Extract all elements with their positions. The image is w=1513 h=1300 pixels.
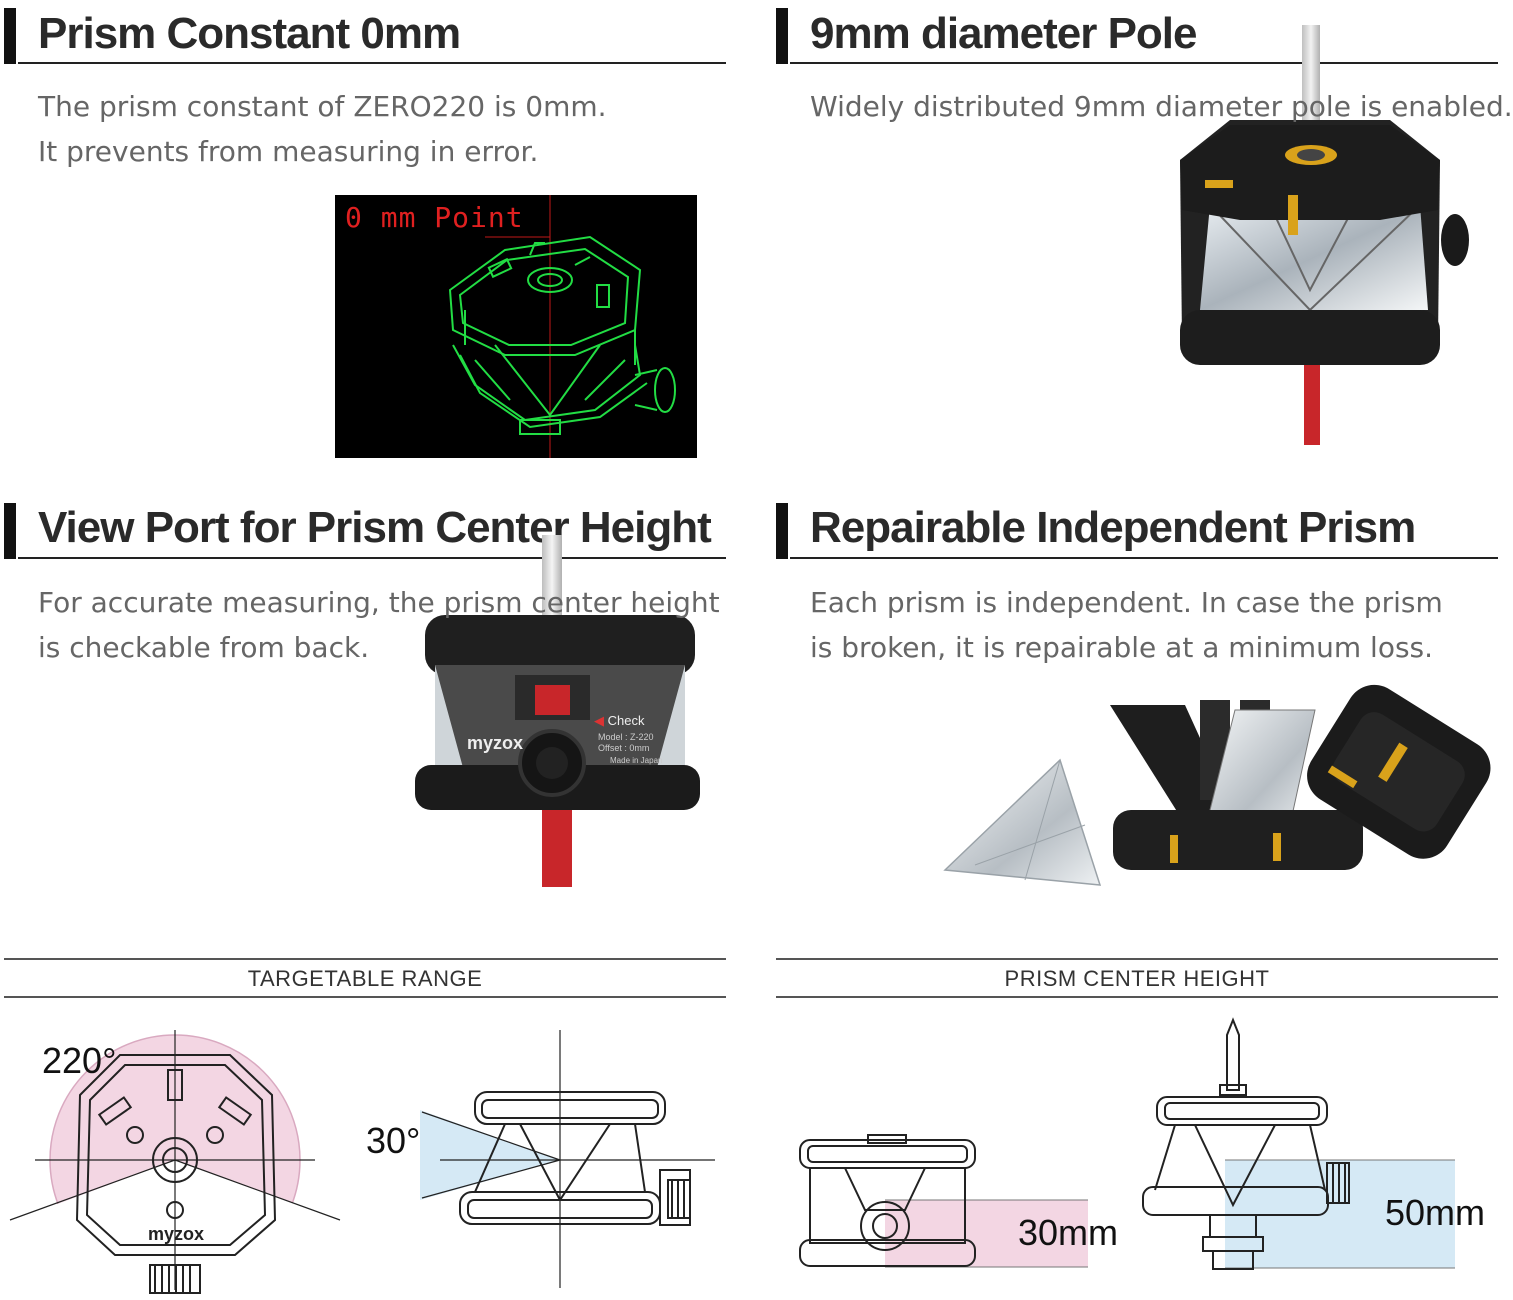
section-rule	[790, 62, 1498, 64]
section-title-repairable: Repairable Independent Prism	[810, 503, 1416, 552]
device-model-label: Model : Z-220	[598, 732, 654, 742]
caption-rule	[776, 996, 1498, 998]
section-rule	[18, 62, 726, 64]
height-small-label: 30mm	[1018, 1212, 1119, 1253]
section-text-repairable: Each prism is independent. In case the p…	[810, 580, 1443, 670]
caption-rule	[776, 958, 1498, 960]
section-title-pole: 9mm diameter Pole	[810, 9, 1197, 58]
prism-on-pole-image	[1180, 25, 1469, 445]
caption-rule	[4, 958, 726, 960]
caption-targetable-range: TARGETABLE RANGE	[247, 966, 483, 991]
device-check-label: ◀ Check	[594, 713, 645, 728]
section-rule	[18, 557, 726, 559]
text-line: Widely distributed 9mm diameter pole is …	[810, 90, 1513, 123]
section-marker	[776, 503, 788, 559]
section-text-prism-constant: The prism constant of ZERO220 is 0mm. It…	[38, 84, 607, 174]
vertical-range-diagram	[420, 1030, 715, 1288]
height-large-label: 50mm	[1385, 1192, 1486, 1233]
text-line: Each prism is independent. In case the p…	[810, 586, 1443, 619]
text-line: is broken, it is repairable at a minimum…	[810, 631, 1434, 664]
section-title-view-port: View Port for Prism Center Height	[38, 503, 712, 552]
caption-prism-center-height: PRISM CENTER HEIGHT	[1004, 966, 1270, 991]
section-text-view-port: For accurate measuring, the prism center…	[38, 580, 720, 670]
check-text: Check	[607, 713, 645, 728]
text-line: For accurate measuring, the prism center…	[38, 586, 720, 619]
center-height-30mm-diagram	[799, 1134, 1088, 1268]
section-rule	[790, 557, 1498, 559]
text-line: The prism constant of ZERO220 is 0mm.	[38, 90, 607, 123]
device-made-label: Made in Japan	[610, 756, 663, 765]
section-title-prism-constant: Prism Constant 0mm	[38, 9, 461, 58]
horizontal-angle-label: 220°	[42, 1040, 117, 1081]
horizontal-range-diagram	[9, 1030, 341, 1300]
device-brand-label: myzox	[467, 733, 524, 753]
section-marker	[4, 8, 16, 64]
disassembled-prism-image	[943, 684, 1491, 886]
prism-back-view-image	[415, 535, 700, 887]
cad-screen: 0 mm Point	[335, 195, 697, 458]
brand-mark: myzox	[148, 1224, 205, 1244]
section-marker	[4, 503, 16, 559]
section-marker	[776, 8, 788, 64]
caption-rule	[4, 996, 726, 998]
vertical-angle-label: 30°	[366, 1120, 421, 1161]
center-height-50mm-diagram	[1142, 1017, 1455, 1270]
screen-label: 0 mm Point	[345, 201, 524, 234]
section-text-pole: Widely distributed 9mm diameter pole is …	[810, 84, 1513, 129]
device-offset-label: Offset : 0mm	[598, 743, 650, 753]
text-line: is checkable from back.	[38, 631, 370, 664]
text-line: It prevents from measuring in error.	[38, 135, 539, 168]
wireframe-prism	[448, 195, 676, 458]
